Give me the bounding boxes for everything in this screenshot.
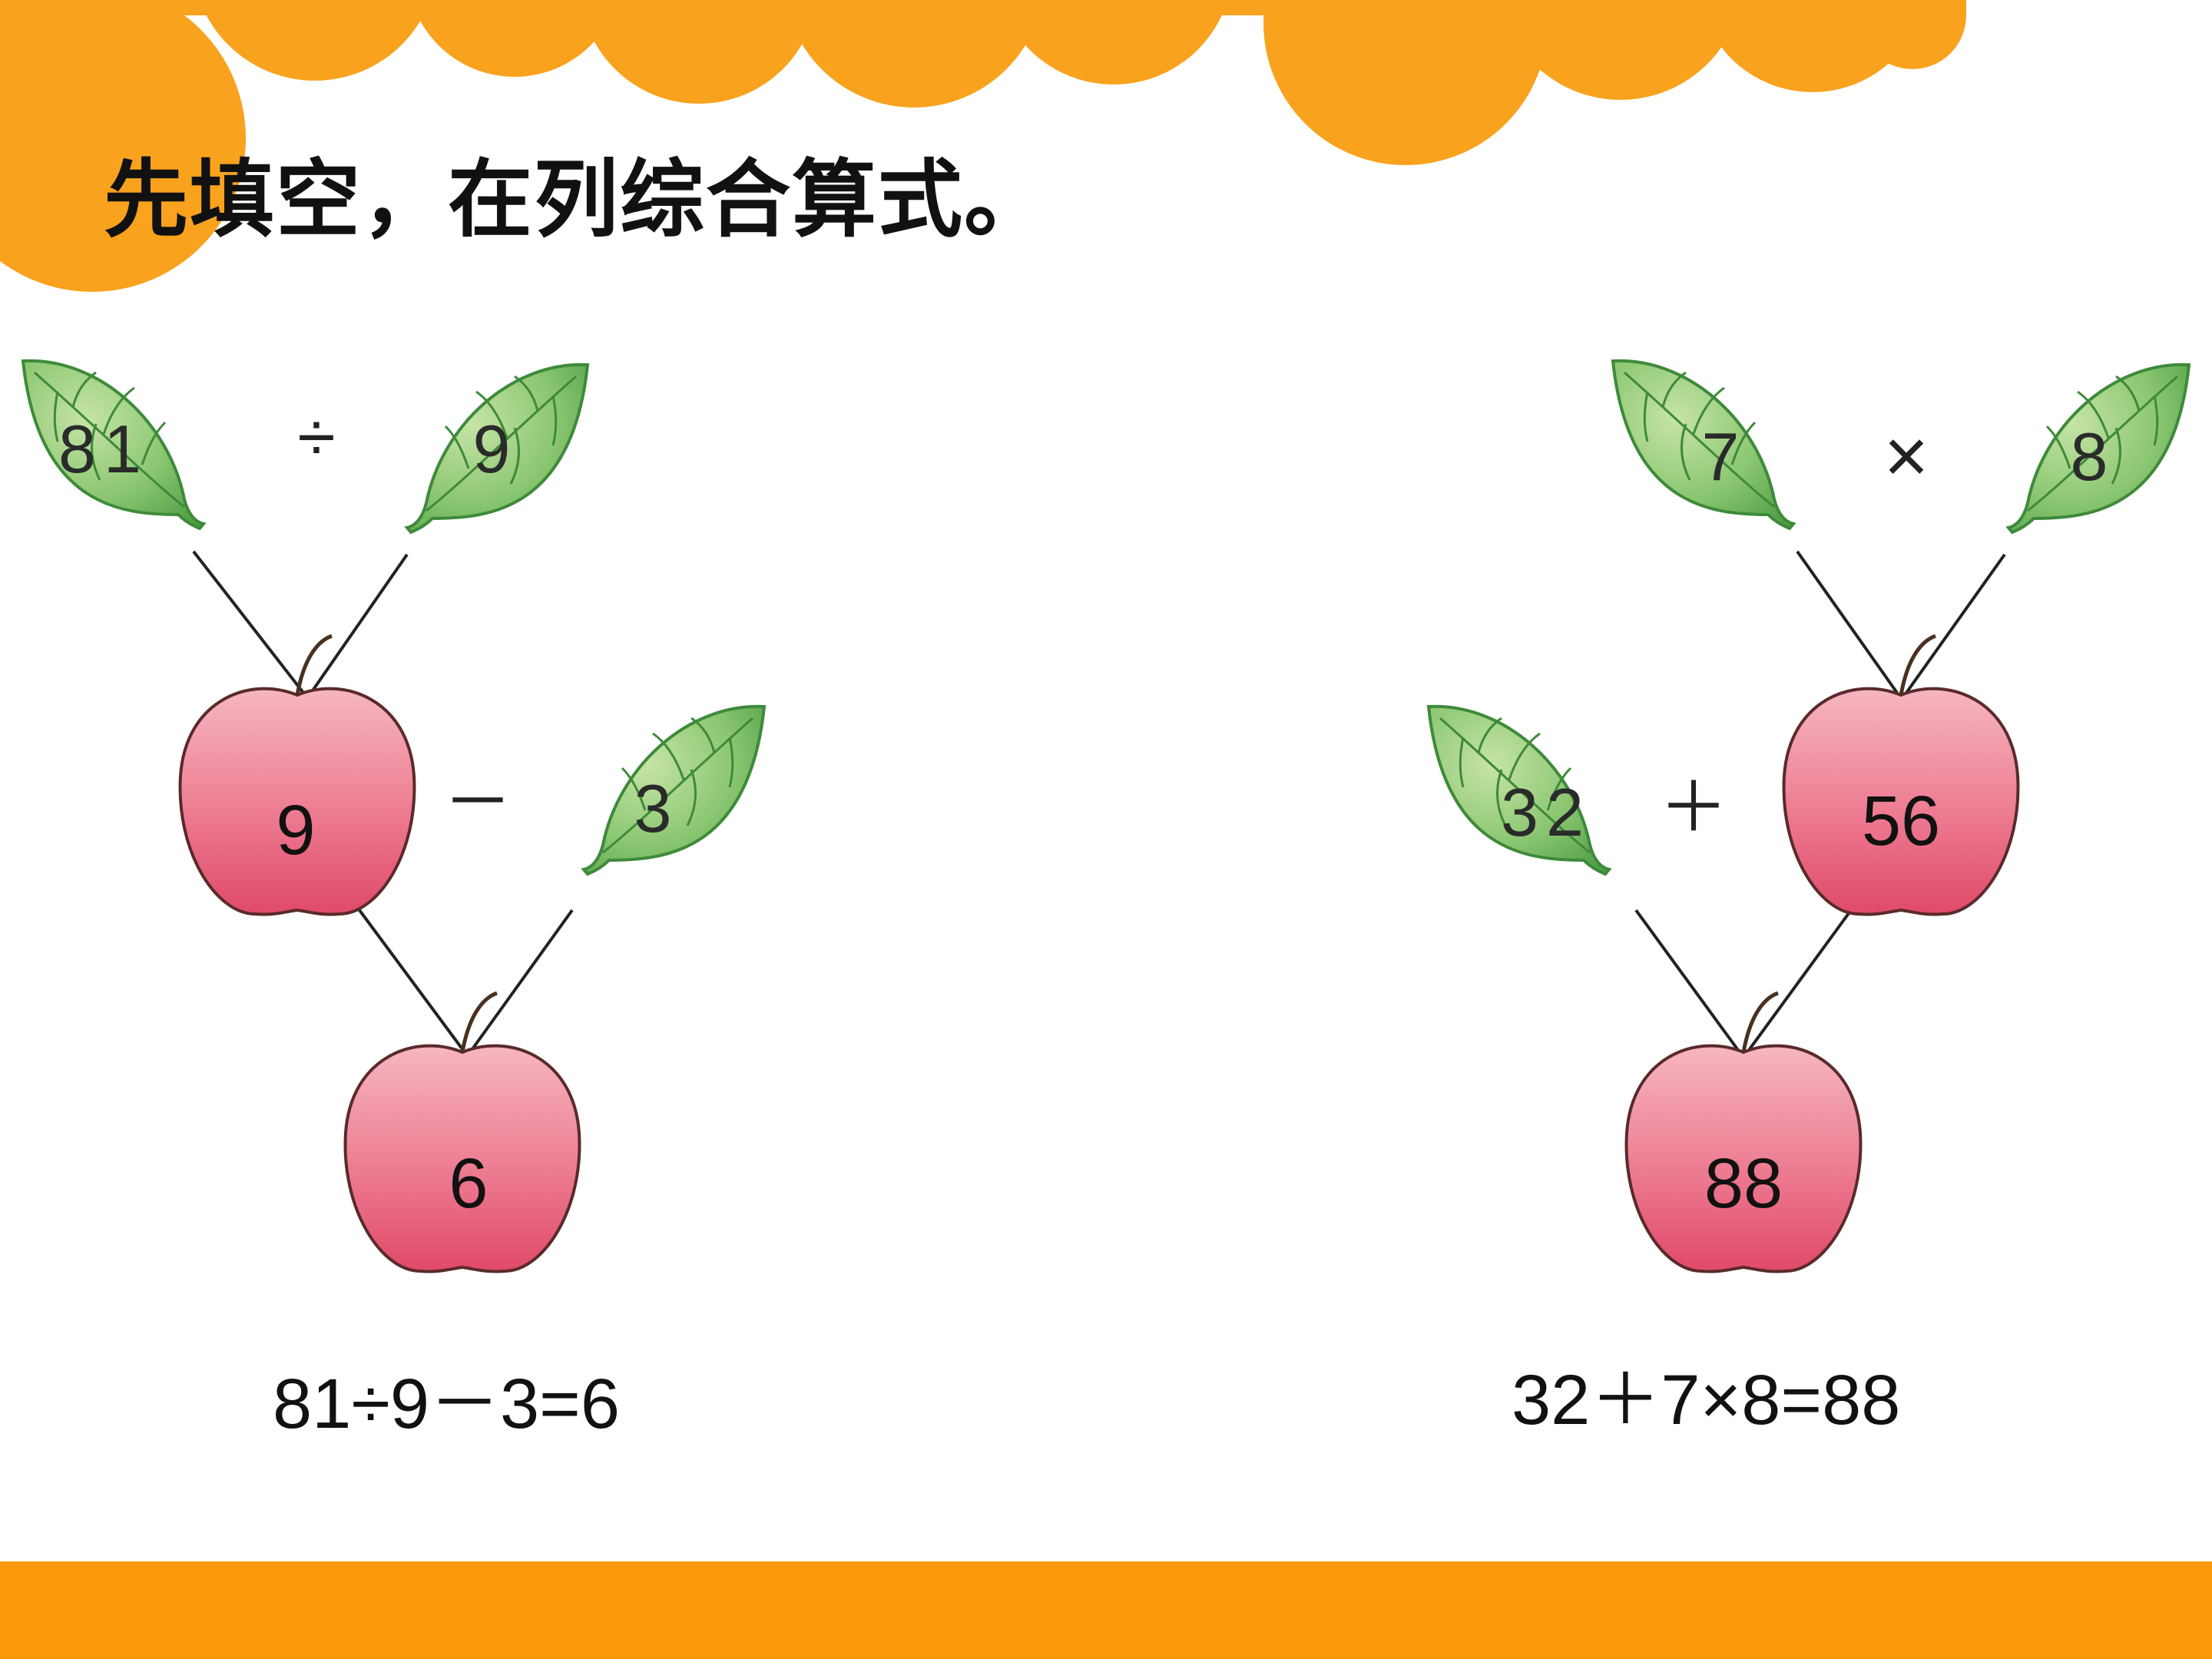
leaf-icon (582, 704, 766, 876)
branch-line (1796, 550, 1899, 694)
leaf-value: 32 (1501, 774, 1591, 850)
apple-value: 88 (1704, 1144, 1783, 1223)
apple-icon (1784, 636, 2018, 914)
right-formula: 32＋7×8=88 (1512, 1361, 1901, 1439)
branch-line (1634, 909, 1741, 1054)
branch-line (1905, 553, 2006, 694)
leaf-value: 9 (473, 411, 511, 487)
leaf-value: 8 (2071, 419, 2108, 495)
leaf-value: 81 (58, 411, 149, 487)
apple-value: 56 (1862, 782, 1940, 860)
operator-plus: ＋ (1659, 770, 1728, 846)
right-tree: 7 × 8 32 ＋ 56 88 (1427, 359, 2190, 1272)
operator-minus: － (443, 764, 512, 841)
apple-icon (1627, 993, 1861, 1271)
branch-line (310, 553, 409, 694)
left-formula: 81÷9－3=6 (273, 1365, 621, 1443)
branch-line (358, 909, 466, 1054)
branch-line (469, 909, 574, 1054)
operator-divide: ÷ (297, 399, 335, 476)
apple-value: 6 (449, 1144, 488, 1223)
branch-line (192, 550, 305, 694)
page-title: 先填空，在列综合算式。 (104, 150, 1050, 249)
top-banner (0, 0, 1966, 292)
bottom-bar (0, 1561, 2212, 1659)
apple-icon (180, 636, 415, 914)
apple-value: 9 (276, 791, 315, 869)
operator-multiply: × (1884, 413, 1929, 499)
leaf-value: 7 (1702, 419, 1740, 495)
apple-icon (346, 993, 580, 1271)
left-tree: 81 ÷ 9 9 － 3 6 (22, 359, 766, 1272)
branch-line (1746, 909, 1853, 1054)
leaf-value: 3 (634, 770, 672, 846)
